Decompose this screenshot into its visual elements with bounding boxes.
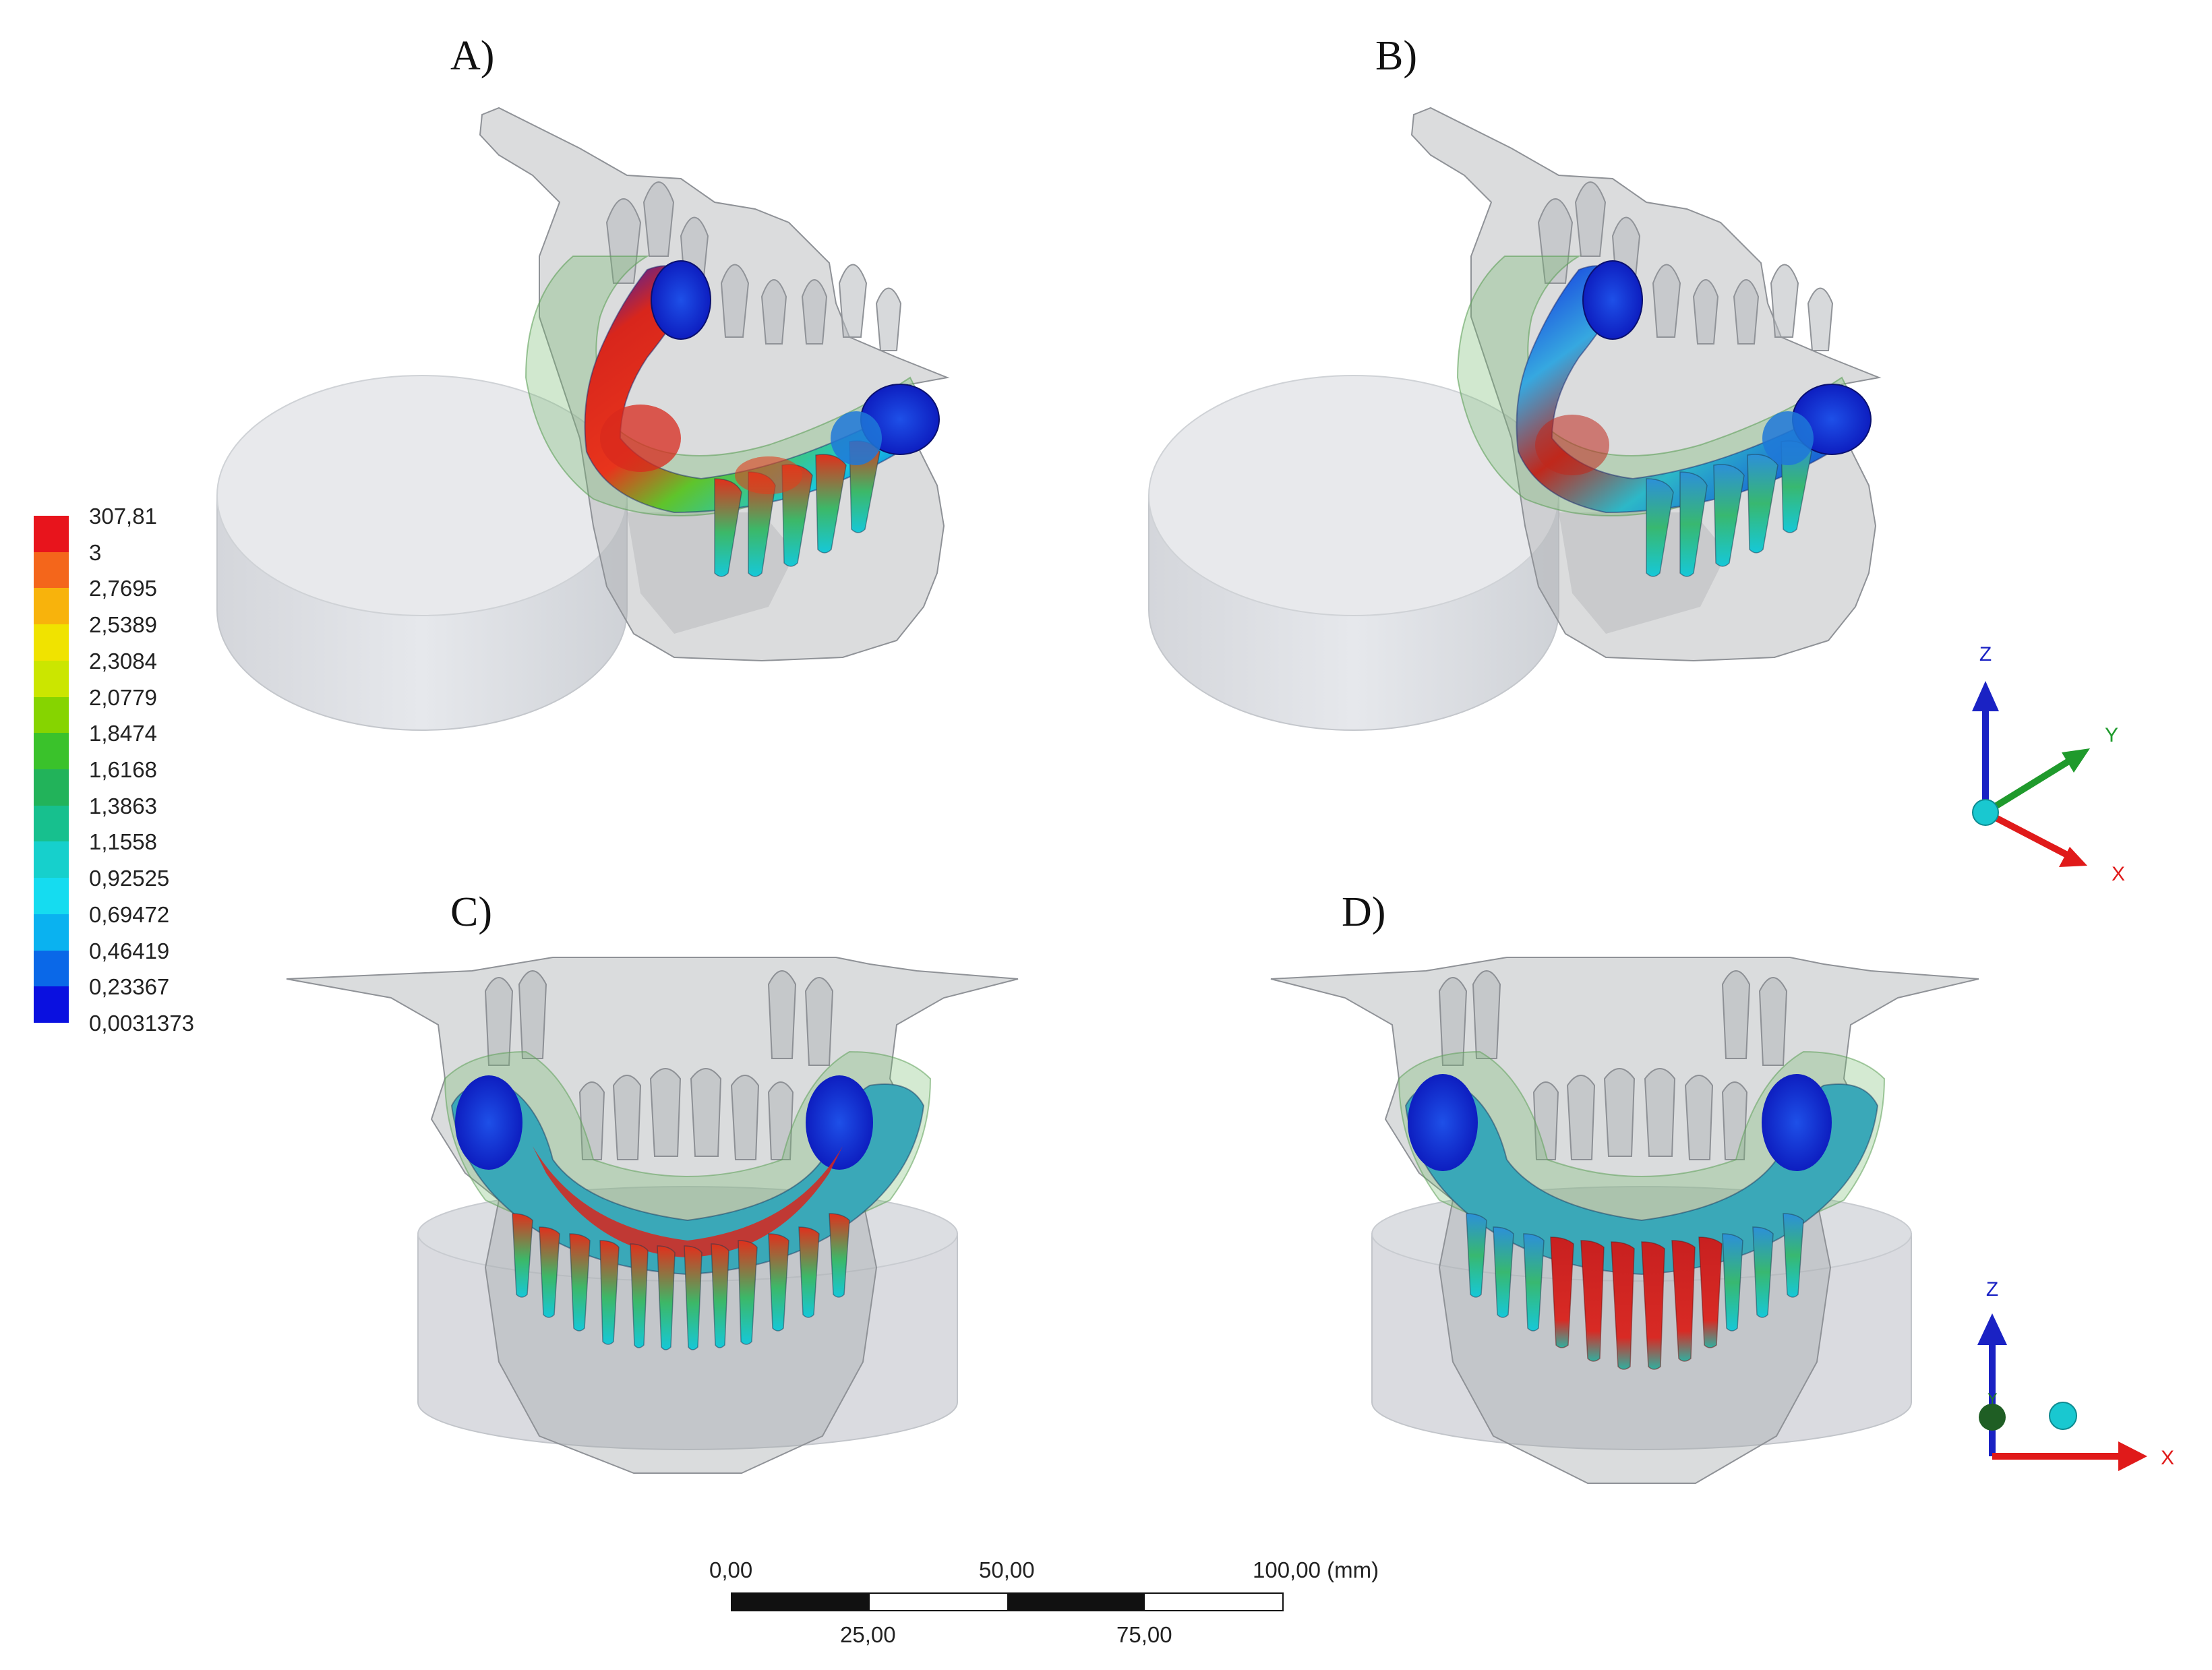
z-axis-arrowhead [1972,681,1999,711]
legend-swatch [34,516,69,553]
scale-label-50: 50,00 [979,1557,1035,1582]
legend-label: 1,8474 [89,721,157,746]
legend-swatch [34,986,69,1023]
z-axis-label: Z [1986,1278,1998,1301]
legend-label: 0,23367 [89,974,170,1000]
panel-d-model [1270,957,1979,1484]
legend-label: 2,0779 [89,684,157,710]
x-axis-label: X [2161,1447,2174,1469]
x-axis-label: X [2112,863,2125,885]
axis-triad-oblique: Z Y X [1972,643,2125,885]
scale-label-25: 25,00 [840,1622,896,1647]
panel-b-model [1148,107,1882,731]
legend-swatch [34,696,69,734]
triad-origin [2049,1402,2077,1430]
legend-label: 1,3863 [89,793,157,818]
scale-label-100: 100,00 (mm) [1253,1557,1379,1582]
scale-segment-2 [870,1594,1007,1610]
y-axis-arrowhead [2062,748,2090,773]
z-axis-label: Z [1979,643,1992,665]
y-axis-line [1983,755,2075,816]
legend-swatch [34,624,69,661]
legend-swatch [34,769,69,806]
legend-label: 2,7695 [89,576,157,601]
scale-bar-segments [731,1592,1284,1611]
legend-label: 3 [89,539,102,565]
legend-label: 0,46419 [89,938,170,963]
x-axis-line [1983,809,2072,860]
legend-label: 2,3084 [89,648,157,674]
scale-segment-3 [1007,1594,1145,1610]
legend-label: 1,6168 [89,757,157,782]
legend-swatches [34,516,69,1023]
legend-label: 307,81 [89,504,157,529]
scale-label-75: 75,00 [1116,1622,1172,1647]
y-axis-marker [1979,1404,2006,1431]
legend-label: 0,92525 [89,866,170,891]
legend-label: 0,0031373 [89,1011,194,1036]
legend-label: 1,1558 [89,829,157,855]
legend-label: 2,5389 [89,612,157,638]
legend-swatch [34,588,69,625]
scale-segment-4 [1145,1594,1282,1610]
panel-label-b: B) [1375,33,1417,79]
panel-label-a: A) [450,33,495,79]
scale-segment-1 [732,1594,870,1610]
triad-origin [1972,799,1999,826]
legend-swatch [34,733,69,770]
panel-label-d: D) [1342,889,1386,935]
legend-swatch [34,950,69,987]
legend-swatch [34,841,69,878]
legend-swatch [34,551,69,589]
legend-swatch [34,660,69,698]
panel-a-model [216,107,950,731]
scale-label-0: 0,00 [709,1557,753,1582]
scale-bar: 0,00 50,00 100,00 (mm) 25,00 75,00 [674,1551,1483,1659]
panel-c-model [286,957,1019,1474]
legend-swatch [34,878,69,915]
legend-swatch [34,914,69,951]
x-axis-arrowhead [2059,847,2087,867]
axis-triad-front: Z Y X [1977,1278,2174,1471]
legend-swatch [34,805,69,842]
panel-label-c: C) [450,889,492,935]
x-axis-arrowhead [2118,1441,2147,1471]
legend-label: 0,69472 [89,901,170,927]
legend-labels: 307,81 3 2,7695 2,5389 2,3084 2,0779 1,8474 1,6… [89,505,251,1042]
z-axis-arrowhead [1977,1313,2007,1345]
y-axis-label: Y [1987,1390,1998,1407]
y-axis-label: Y [2105,724,2118,746]
color-legend: 307,81 3 2,7695 2,5389 2,3084 2,0779 1,8474 1,6… [34,505,251,1042]
